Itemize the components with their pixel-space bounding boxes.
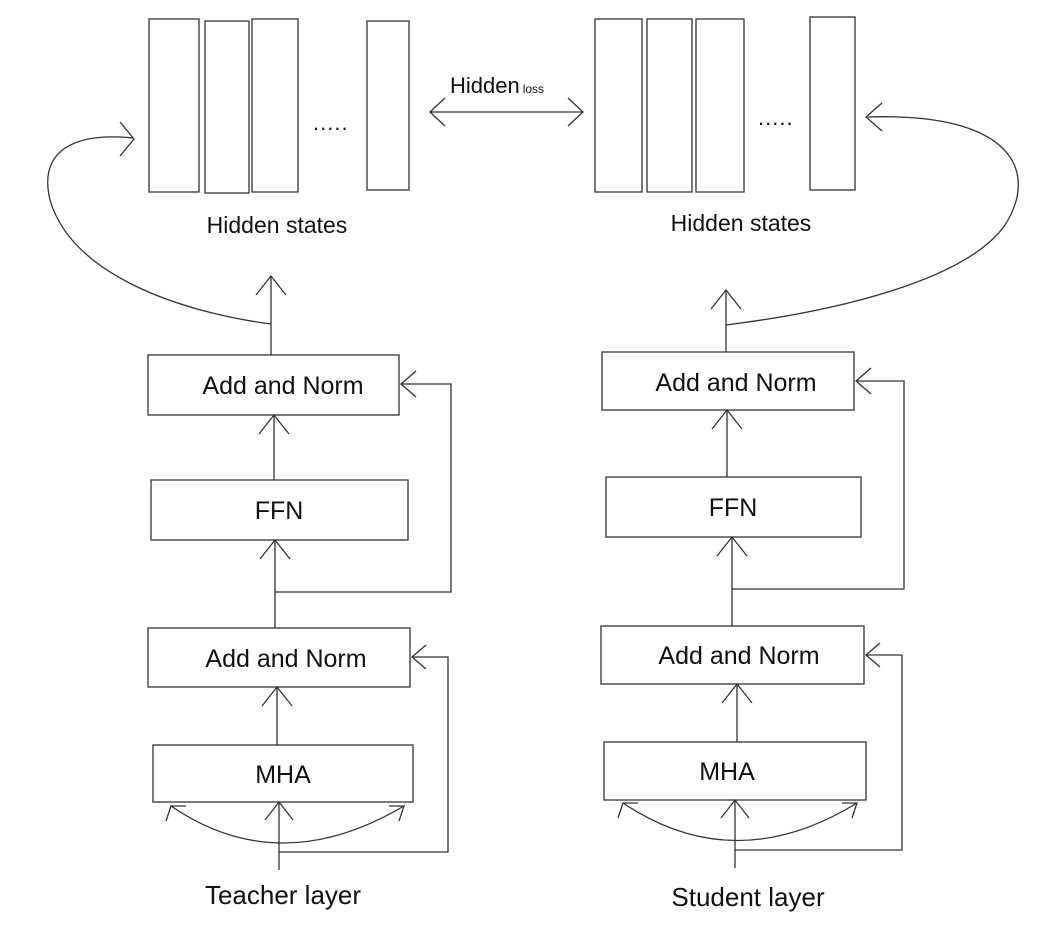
student-ffn-to-addnorm-arrowhead	[711, 408, 743, 430]
student-output-curve	[725, 116, 1019, 326]
student-add-norm-top	[601, 351, 855, 411]
teacher-ffn	[150, 479, 409, 541]
student-hidden-state-bar	[646, 18, 693, 193]
teacher-input-arrowhead	[264, 800, 294, 821]
hidden-loss-arrowhead-left	[429, 97, 446, 127]
student-hidden-states: .....	[594, 16, 856, 193]
teacher-hidden-states-label: Hidden states	[207, 212, 348, 238]
teacher-residual-top	[275, 383, 452, 593]
student-addnorm-to-ffn-arrowhead	[716, 535, 748, 557]
student-residual-bottom-arrowhead	[865, 642, 881, 668]
teacher-arc-arrowhead-right	[389, 805, 405, 822]
student-add-norm-bottom-label: Add and Norm	[658, 642, 819, 670]
teacher-mha	[152, 744, 414, 803]
student-hidden-state-bar	[809, 16, 856, 191]
teacher-output-curve	[47, 136, 272, 325]
teacher-hidden-state-bar	[204, 20, 250, 194]
teacher-residual-bottom-arrowhead	[411, 644, 427, 670]
student-mha-to-addnorm-arrowhead	[721, 682, 753, 704]
student-hidden-states-label: Hidden states	[671, 210, 812, 236]
teacher-add-norm-bottom	[147, 627, 411, 688]
hidden-loss-main: Hidden	[450, 73, 520, 98]
student-add-norm-top-label: Add and Norm	[655, 369, 816, 397]
student-ffn	[605, 476, 862, 538]
student-hidden-state-bar	[695, 18, 745, 193]
teacher-curve-arrowhead	[119, 121, 135, 157]
student-hidden-state-bar	[594, 18, 643, 193]
teacher-output-arrowhead	[255, 274, 287, 296]
student-arc-arrowhead-left	[617, 802, 638, 819]
teacher-ellipsis: .....	[313, 110, 349, 135]
teacher-hidden-states: .....	[148, 18, 410, 194]
teacher-add-norm-bottom-label: Add and Norm	[205, 645, 366, 673]
student-add-norm-bottom	[600, 625, 865, 685]
teacher-hidden-state-bar	[366, 20, 410, 191]
student-residual-top-arrowhead	[855, 367, 872, 395]
teacher-ffn-to-addnorm-arrowhead	[258, 413, 290, 435]
hidden-loss-sub: loss	[523, 82, 544, 96]
teacher-mha-to-addnorm-arrowhead	[261, 685, 293, 707]
teacher-addnorm-to-ffn-arrowhead	[259, 538, 291, 560]
student-curve-arrowhead	[865, 102, 883, 132]
teacher-attention-arc	[170, 805, 405, 844]
student-output-arrowhead	[710, 288, 742, 310]
teacher-arc-arrowhead-left	[165, 805, 186, 822]
teacher-hidden-state-bar	[251, 18, 299, 193]
teacher-layer-label: Teacher layer	[205, 880, 361, 910]
student-column: ..... Hidden states Add and Norm FFN Add…	[594, 16, 1019, 912]
student-ellipsis: .....	[758, 105, 794, 130]
student-attention-arc	[622, 802, 858, 842]
teacher-mha-label: MHA	[255, 761, 311, 789]
teacher-residual-top-arrowhead	[400, 370, 417, 398]
student-layer-label: Student layer	[671, 882, 825, 912]
teacher-hidden-state-bar	[148, 18, 200, 193]
student-mha	[603, 741, 867, 801]
student-residual-bottom	[735, 654, 903, 851]
teacher-add-norm-top-label: Add and Norm	[202, 372, 363, 400]
student-input-arrowhead	[720, 798, 750, 819]
teacher-column: ..... Hidden states Add and Norm FFN Add…	[47, 18, 452, 910]
teacher-ffn-label: FFN	[255, 497, 304, 525]
student-ffn-label: FFN	[709, 494, 758, 522]
student-arc-arrowhead-right	[842, 802, 858, 819]
hidden-loss-arrowhead-right	[567, 97, 584, 127]
student-residual-top	[732, 380, 905, 590]
teacher-add-norm-top	[147, 354, 400, 416]
student-mha-label: MHA	[699, 758, 755, 786]
teacher-residual-bottom	[279, 656, 449, 853]
